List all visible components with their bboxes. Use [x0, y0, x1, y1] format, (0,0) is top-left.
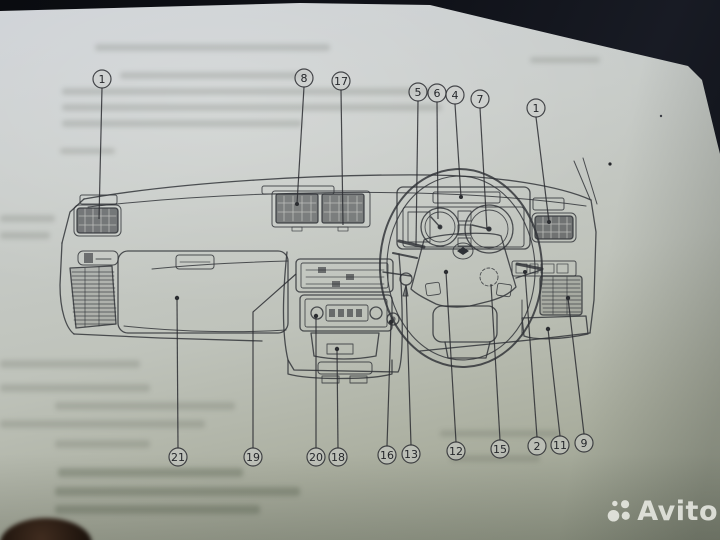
steering-horn-pad — [382, 232, 542, 308]
air-vent-left — [73, 204, 122, 237]
callout-20: 20 — [306, 313, 326, 467]
watermark-text: Avito — [637, 495, 718, 527]
svg-text:15: 15 — [493, 443, 507, 456]
callout-9: 9 — [565, 295, 594, 453]
callout-11: 11 — [545, 326, 570, 455]
svg-text:16: 16 — [380, 449, 394, 462]
heater-control-panel — [295, 258, 394, 293]
warning-lights — [457, 210, 472, 222]
callout-18: 18 — [328, 346, 348, 467]
avito-dots-logo-icon — [607, 500, 630, 522]
svg-text:4: 4 — [452, 89, 459, 102]
speaker-grille-right — [539, 275, 583, 316]
callout-17: 17 — [331, 71, 351, 226]
callout-16: 16 — [377, 319, 397, 465]
ink-speck — [659, 114, 663, 118]
headlight-slider-switch — [77, 250, 119, 266]
callout-2: 2 — [523, 270, 547, 456]
svg-text:1: 1 — [99, 73, 106, 86]
dash-top-cowl — [61, 157, 598, 334]
horn-pad-logo — [452, 242, 474, 260]
callout-1-right: 1 — [526, 98, 551, 224]
callout-7: 7 — [470, 89, 490, 231]
right-switch-strip — [511, 260, 577, 277]
glove-box — [117, 250, 289, 334]
callout-21: 21 — [168, 295, 188, 467]
svg-text:11: 11 — [553, 439, 567, 452]
callout-layer: 1 8 17 5 6 — [92, 68, 594, 467]
gauge-speedometer — [464, 204, 514, 254]
svg-text:6: 6 — [434, 87, 441, 100]
svg-text:2: 2 — [534, 440, 541, 453]
center-console — [282, 251, 403, 384]
ashtray — [310, 332, 380, 360]
svg-text:8: 8 — [301, 72, 308, 85]
air-vents-center — [271, 190, 371, 232]
speaker-grille-left — [69, 265, 117, 329]
column-stalks — [392, 239, 544, 271]
svg-text:17: 17 — [334, 75, 348, 88]
cigarette-lighter — [386, 312, 400, 326]
svg-text:5: 5 — [415, 86, 422, 99]
svg-text:1: 1 — [533, 102, 540, 115]
svg-text:18: 18 — [331, 451, 345, 464]
right-lower-panel — [521, 299, 589, 340]
svg-text:12: 12 — [449, 445, 463, 458]
callout-19: 19 — [243, 273, 297, 467]
callout-15: 15 — [490, 283, 510, 459]
svg-text:13: 13 — [404, 448, 418, 461]
gauge-left — [420, 207, 460, 247]
callout-6: 6 — [427, 83, 447, 220]
ink-speck — [608, 162, 612, 166]
callout-1-left: 1 — [92, 69, 112, 220]
svg-text:20: 20 — [309, 451, 323, 464]
svg-text:21: 21 — [171, 451, 185, 464]
steering-column — [432, 305, 498, 359]
svg-text:9: 9 — [581, 437, 588, 450]
radio-knob-right — [369, 306, 383, 320]
callout-4: 4 — [445, 85, 465, 199]
avito-watermark: Avito — [606, 490, 718, 532]
callout-13: 13 — [401, 284, 421, 464]
radio-knob-left — [310, 306, 324, 320]
svg-text:19: 19 — [246, 451, 260, 464]
radio — [299, 294, 393, 332]
callout-8: 8 — [294, 68, 314, 206]
dash-lower-body — [59, 242, 591, 352]
svg-text:7: 7 — [477, 93, 484, 106]
callout-5: 5 — [408, 82, 428, 246]
finger-shadow — [0, 518, 92, 540]
callout-12: 12 — [443, 269, 466, 461]
